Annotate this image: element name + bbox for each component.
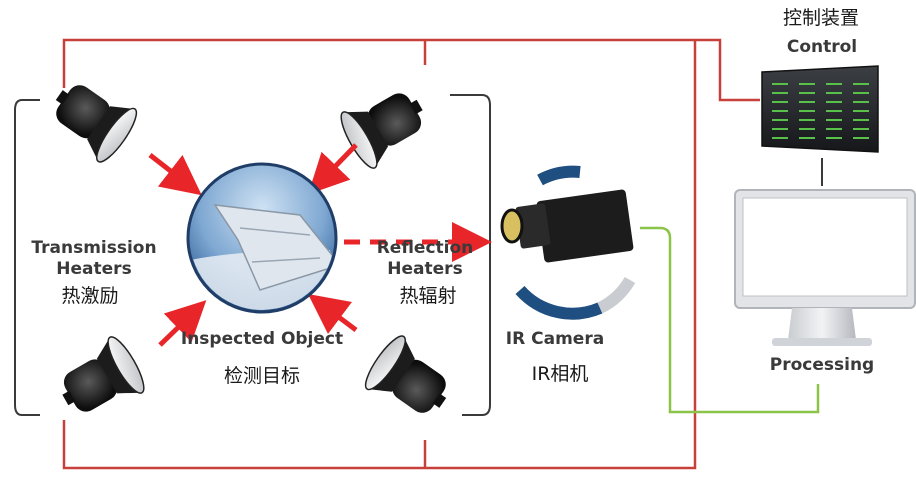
control-label-en: Control <box>787 37 857 57</box>
object-label-en: Inspected Object <box>181 329 343 349</box>
heater-bottom-left <box>48 332 151 429</box>
heater-top-right <box>334 76 437 173</box>
processing-label-en: Processing <box>770 355 874 375</box>
object-label-zh: 检测目标 <box>224 365 300 387</box>
transmission-label-line2: Heaters <box>56 259 131 279</box>
reflection-label-line2: Heaters <box>387 259 462 279</box>
heat-arrows <box>148 143 492 347</box>
airplane-wing-icon <box>186 162 338 314</box>
transmission-label-line1: Transmission <box>31 238 156 258</box>
camera-label-en: IR Camera <box>506 329 604 349</box>
control-label-zh: 控制装置 <box>783 7 859 29</box>
signal-line <box>640 226 820 414</box>
transmission-label-zh: 热激励 <box>61 285 118 307</box>
heater-bottom-right <box>358 330 462 430</box>
heater-top-left <box>40 68 144 168</box>
camera-label-zh: IR相机 <box>532 363 589 385</box>
reflection-label-line1: Reflection <box>377 238 474 258</box>
control-lines <box>62 38 760 470</box>
server-rack-icon <box>761 65 879 153</box>
reflection-label-zh: 热辐射 <box>399 285 456 307</box>
infrared-camera-icon <box>500 165 636 320</box>
monitor-icon <box>734 189 916 346</box>
